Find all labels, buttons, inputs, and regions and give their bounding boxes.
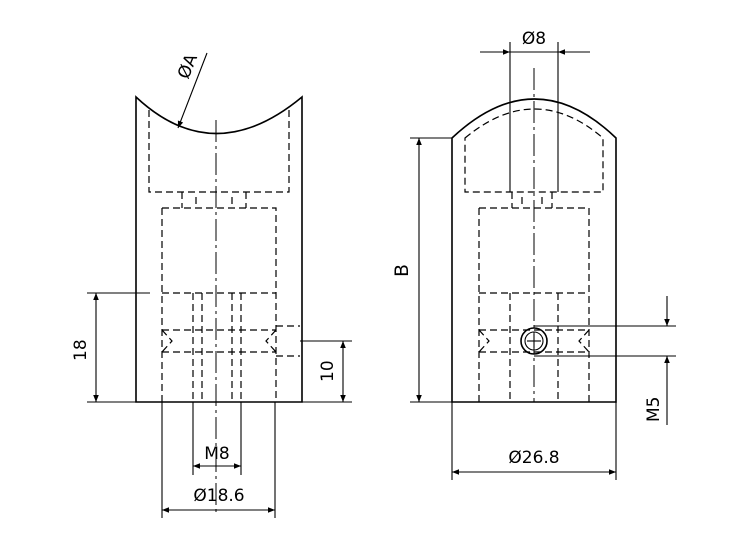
right-view-bore-hidden [478, 207, 590, 402]
right-view-saddle-step [511, 192, 553, 208]
right-view: Ø8 B M5 Ø26.8 [391, 29, 676, 480]
dim-m5-label: M5 [644, 397, 664, 422]
right-view-outline [451, 98, 617, 403]
right-view-thread-lines [509, 293, 559, 402]
dim-18-6-label: Ø18.6 [193, 486, 244, 506]
dim-18-label: 18 [71, 339, 91, 361]
left-view-screw-hole [276, 325, 300, 357]
diameter-a-leader [177, 52, 208, 129]
dim-m8-label: M8 [204, 444, 229, 464]
left-view-thread-lines [192, 293, 242, 402]
left-view: ØA 18 10 M8 Ø18.6 [71, 51, 352, 518]
right-view-saddle-hidden [464, 108, 604, 193]
screw-head-icon [520, 327, 548, 355]
dim-10-label: 10 [318, 360, 338, 382]
left-view-saddle-step [181, 192, 247, 208]
left-view-bore-lines [161, 292, 277, 353]
dim-26-8-label: Ø26.8 [508, 448, 559, 468]
dim-b-label: B [391, 264, 413, 277]
left-view-outline [135, 95, 303, 403]
left-view-bore-hidden [161, 207, 277, 402]
dim-8-label: Ø8 [522, 29, 546, 49]
